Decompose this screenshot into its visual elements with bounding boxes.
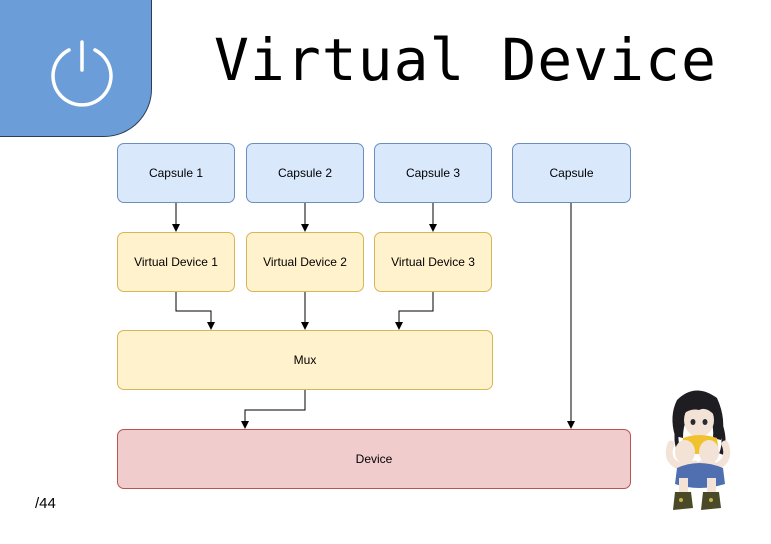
virtual-device-1-box: Virtual Device 1 — [117, 232, 235, 292]
virtual-device-3-box: Virtual Device 3 — [374, 232, 492, 292]
capsule-box: Capsule — [512, 143, 631, 203]
page-number: /44 — [35, 495, 56, 512]
logo-tile — [0, 0, 152, 137]
capsule-2-box: Capsule 2 — [246, 143, 364, 203]
slide-title: Virtual Device — [214, 26, 717, 94]
capsule-1-box: Capsule 1 — [117, 143, 235, 203]
arrow-vd3-to-mux — [395, 292, 434, 330]
arrow-mux-to-device — [241, 390, 306, 429]
virtual-device-2-box: Virtual Device 2 — [246, 232, 364, 292]
mux-box: Mux — [117, 330, 493, 390]
power-icon — [51, 40, 113, 107]
mascot-illustration — [665, 390, 731, 510]
device-box: Device — [117, 429, 631, 489]
capsule-3-box: Capsule 3 — [374, 143, 492, 203]
arrow-vd1-to-mux — [175, 292, 215, 330]
